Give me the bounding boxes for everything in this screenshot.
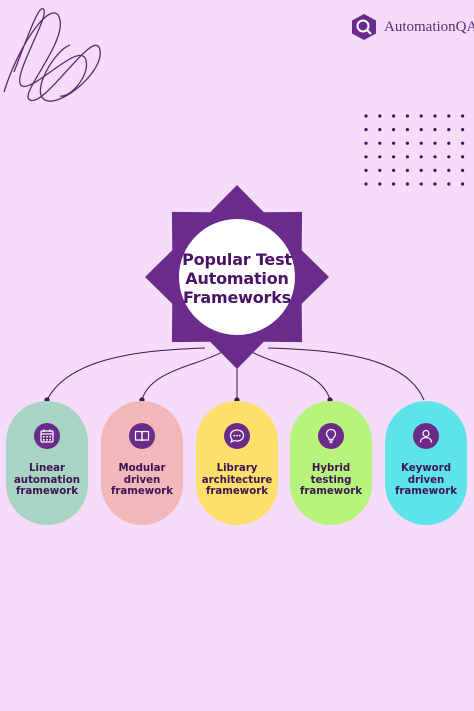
title-line-1: Popular Test <box>182 249 292 269</box>
dot <box>433 155 437 159</box>
dot <box>461 182 465 186</box>
dot <box>392 114 396 118</box>
dot <box>447 114 451 118</box>
diagram-title: Popular Test Automation Frameworks <box>182 250 292 307</box>
framework-label-hybrid: Hybrid testing framework <box>299 463 363 497</box>
dot <box>433 128 437 132</box>
dot-grid-decoration <box>364 114 465 186</box>
dot <box>447 168 451 172</box>
dot <box>419 155 423 159</box>
dot <box>419 168 423 172</box>
dot <box>405 141 409 145</box>
dot <box>447 128 451 132</box>
magnifier-logo-icon <box>352 14 376 40</box>
scribble-decoration <box>3 8 101 102</box>
dot <box>392 128 396 132</box>
dot <box>364 114 368 118</box>
dot <box>419 182 423 186</box>
framework-card-modular: Modular driven framework <box>101 401 183 525</box>
calendar-icon <box>34 423 60 449</box>
dot <box>461 155 465 159</box>
dot <box>447 141 451 145</box>
dot <box>405 182 409 186</box>
dot <box>392 168 396 172</box>
dot <box>461 128 465 132</box>
dot <box>447 155 451 159</box>
brand-name: AutomationQA <box>384 18 474 35</box>
dot <box>405 114 409 118</box>
dot <box>419 141 423 145</box>
connector-modular <box>141 351 223 401</box>
dot <box>419 128 423 132</box>
dot <box>364 155 368 159</box>
framework-card-keyword: Keyword driven framework <box>385 401 467 525</box>
dot <box>433 168 437 172</box>
dot <box>461 168 465 172</box>
dot <box>447 182 451 186</box>
dot <box>378 114 382 118</box>
dot <box>405 128 409 132</box>
dot <box>364 128 368 132</box>
dot <box>378 182 382 186</box>
dot <box>364 182 368 186</box>
connector-keyword <box>267 347 425 401</box>
dot <box>433 141 437 145</box>
framework-card-library: Library architecture framework <box>196 401 278 525</box>
dot <box>419 114 423 118</box>
lightbulb-icon <box>318 423 344 449</box>
framework-label-keyword: Keyword driven framework <box>394 463 458 497</box>
dot <box>433 182 437 186</box>
title-block: Popular Test Automation Frameworks <box>178 248 296 308</box>
title-line-3: Frameworks <box>183 287 291 307</box>
dot <box>392 141 396 145</box>
dot <box>433 114 437 118</box>
dot <box>392 155 396 159</box>
dot <box>392 182 396 186</box>
framework-card-hybrid: Hybrid testing framework <box>290 401 372 525</box>
chat-bubble-icon <box>224 423 250 449</box>
connector-dots <box>44 397 333 403</box>
brand-logo: AutomationQA <box>350 13 474 41</box>
title-circle <box>179 219 295 335</box>
connector-linear <box>46 347 206 401</box>
dot <box>461 141 465 145</box>
framework-label-modular: Modular driven framework <box>110 463 174 497</box>
dot <box>364 141 368 145</box>
dot <box>378 168 382 172</box>
framework-card-linear: Linear automation framework <box>6 401 88 525</box>
connector-hybrid <box>251 351 331 401</box>
person-icon <box>413 423 439 449</box>
dot <box>364 168 368 172</box>
title-line-2: Automation <box>185 268 289 288</box>
book-icon <box>129 423 155 449</box>
dot <box>461 114 465 118</box>
dot <box>378 155 382 159</box>
dot <box>378 141 382 145</box>
framework-label-library: Library architecture framework <box>201 463 273 497</box>
dot <box>378 128 382 132</box>
dot <box>405 168 409 172</box>
dot <box>405 155 409 159</box>
framework-label-linear: Linear automation framework <box>13 463 81 497</box>
